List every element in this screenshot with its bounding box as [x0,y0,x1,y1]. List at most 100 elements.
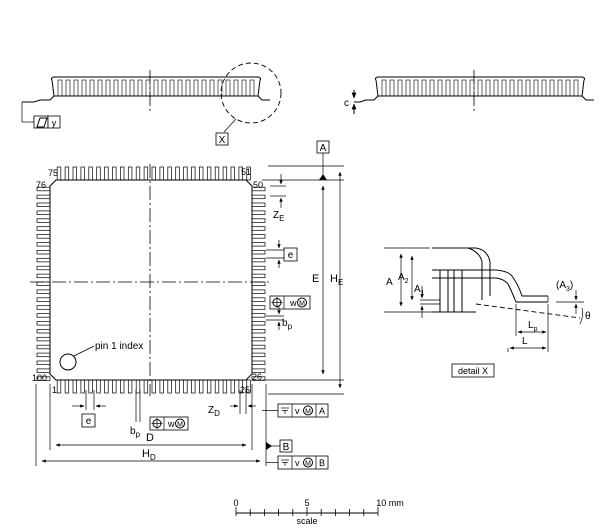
pin [167,379,172,394]
side-lead [453,79,459,97]
svg-text:M: M [299,301,305,308]
pin [36,329,51,334]
pin [36,250,51,255]
pin [120,379,125,394]
side-lead [389,79,395,97]
detail-lead-section-2 [453,269,463,313]
side-lead [533,79,539,97]
pin [151,379,156,394]
side-lead [81,79,87,97]
side-lead [421,79,427,97]
pin [191,379,196,394]
side-lead-right [257,95,270,101]
pin [251,218,266,223]
pin [251,321,266,326]
datum-b-label: B [283,442,290,453]
side-lead [65,79,71,97]
pin-76-label: 76 [36,180,46,190]
side-lead [153,79,159,97]
side-lead [129,79,135,97]
scale-ticks [235,507,379,516]
pin [251,360,266,365]
mmc-icon [297,297,307,308]
pin [36,376,51,381]
side-lead [209,79,215,97]
svg-text:A: A [319,406,325,416]
pins-right-side [251,186,266,381]
scale-tick-label-10: 10 mm [376,498,404,508]
pin [251,257,266,263]
pin [135,166,141,181]
pin [112,379,117,394]
pin-50-label: 50 [253,180,263,190]
pin [199,166,204,181]
pin [222,379,228,394]
pin [251,210,266,215]
pin [72,379,77,394]
side-view-right-leads [381,79,579,97]
pin [251,265,266,271]
pin [127,166,133,181]
side-lead [105,79,111,97]
pin [36,194,51,200]
side-lead [437,79,443,97]
pin [230,166,235,181]
pin [251,329,266,334]
svg-text:v: v [295,406,300,416]
pin [36,336,51,342]
detail-x-view: A A2 A1 (A3) Lp L θ detail X [384,247,591,378]
pitch-e-bottom-label: e [86,416,92,427]
datum-a-label: A [320,143,327,154]
datum-a-triangle [319,174,327,180]
side-lead [145,79,151,97]
side-lead [485,79,491,97]
dim-Lp-label: Lp [528,320,538,333]
side-lead [185,79,191,97]
pin [36,202,51,207]
top-view: pin 1 index 75 76 51 50 100 1 26 25 [30,164,270,396]
dim-ZE-label: ZE [273,210,284,223]
pin-100-label: 100 [32,373,47,383]
side-lead [161,79,167,97]
package-body [49,179,253,381]
pin [143,166,149,181]
pin [36,289,51,294]
detail-body-outline [432,247,491,296]
pin [36,257,51,263]
dim-D-label: D [146,432,154,444]
side-lead [405,79,411,97]
pin [36,273,51,279]
c-label: c [344,98,349,109]
pin [206,166,212,181]
pin-75-label: 75 [48,168,58,178]
pin [199,379,204,394]
detail-lead-top [432,269,548,297]
side-lead [549,79,555,97]
pin [159,379,164,394]
pin [36,234,51,239]
pin [135,379,141,394]
side-lead [225,79,231,97]
side-lead [517,79,523,97]
pin [251,336,266,342]
detail-lead-section-1 [439,269,449,313]
pin [251,344,266,350]
pin [56,379,62,394]
pin [36,242,51,247]
side-lead [461,79,467,97]
detail-x-title-box [451,363,495,378]
scale-bar: 0 5 10 mm scale [233,498,403,526]
pin1-leader [73,345,95,357]
pin [36,313,51,318]
pin [251,305,266,310]
side-lead [57,79,63,97]
side-lead [201,79,207,97]
side-view-leads [57,79,255,97]
pin [36,226,51,231]
side-lead [121,79,127,97]
pin1-index-label: pin 1 index [95,341,143,352]
side-right-lead-right [581,95,594,101]
side-lead [241,79,247,97]
dim-L-label: L [522,336,528,347]
pin [36,281,51,286]
